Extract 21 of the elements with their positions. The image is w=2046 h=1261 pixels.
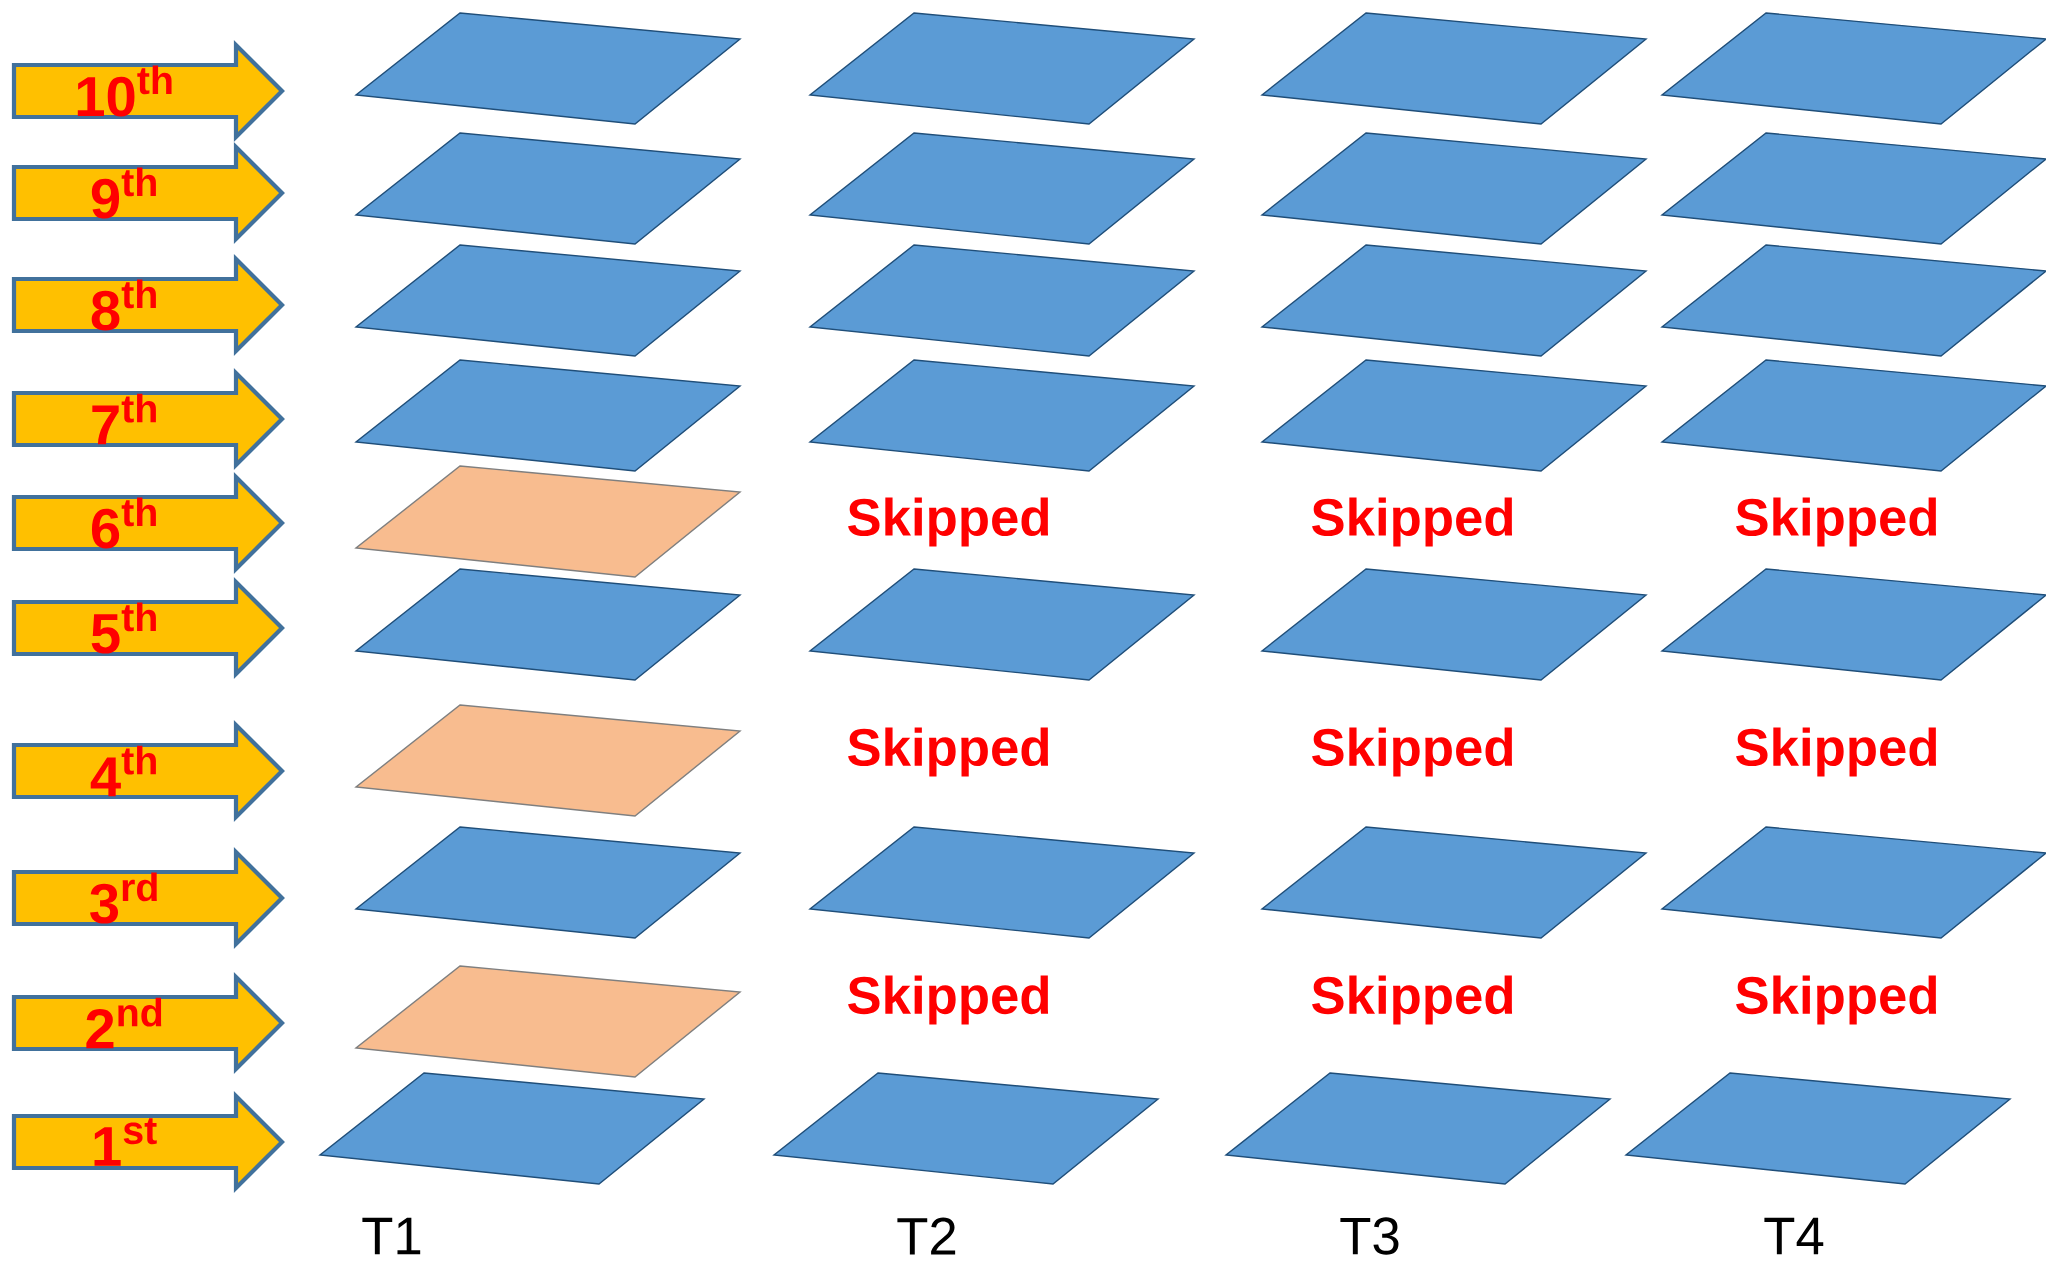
skipped-label: Skipped <box>1312 727 1513 777</box>
skipped-label: Skipped <box>1736 497 1937 547</box>
ordinal-tag: 10$^{th}$ <box>11 39 285 143</box>
ordinal-tag: 8$^{th}$ <box>11 253 285 357</box>
ordinal-tag: 5$^{th}$ <box>11 576 285 680</box>
ordinal-tag: 9$^{th}$ <box>11 141 285 245</box>
skipped-label: Skipped <box>1736 727 1937 777</box>
column-label: T4 <box>1764 1217 1824 1255</box>
column-label: T1 <box>362 1217 421 1255</box>
ordinal-tag: 6$^{th}$ <box>11 471 285 575</box>
ordinal-tag: 3$^{rd}$ <box>11 846 285 950</box>
ordinal-tag: 2$^{nd}$ <box>11 971 285 1075</box>
skipped-label: Skipped <box>1736 975 1937 1025</box>
skipped-label: Skipped <box>1312 497 1513 547</box>
skipped-label: Skipped <box>1312 975 1513 1025</box>
skipped-label: Skipped <box>848 497 1049 547</box>
ordinal-tag: 4$^{th}$ <box>11 719 285 823</box>
skipped-label: Skipped <box>848 727 1049 777</box>
ordinal-tag: 1$^{st}$ <box>11 1090 285 1194</box>
ordinal-tag: 7$^{th}$ <box>11 367 285 471</box>
skipped-label: Skipped <box>848 975 1049 1025</box>
